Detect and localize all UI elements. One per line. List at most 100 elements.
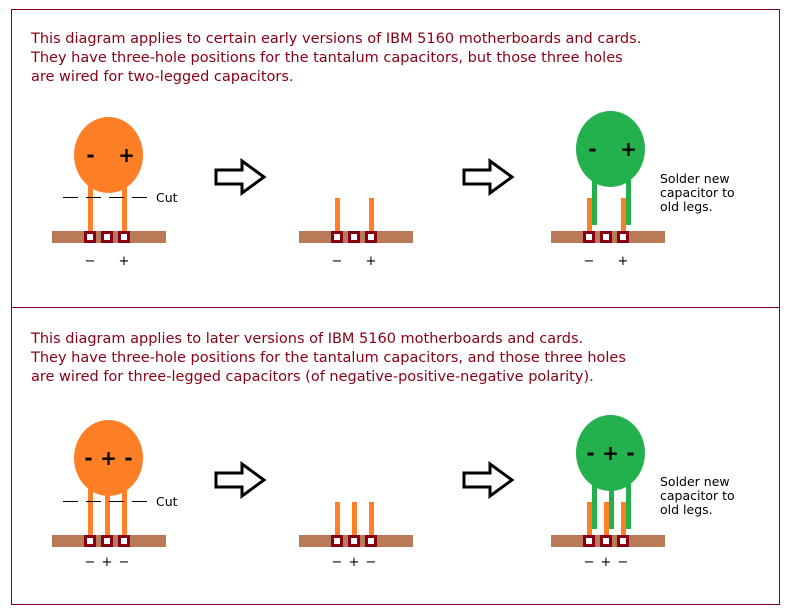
capacitor-leg: [88, 175, 93, 231]
solder-hole: [583, 231, 595, 243]
section-later-versions: This diagram applies to later versions o…: [30, 331, 735, 570]
new-capacitor-leg: [626, 179, 631, 225]
polarity-negative-label: −: [119, 555, 130, 570]
cut-line: Cut: [63, 494, 178, 509]
new-capacitor-leg: [609, 483, 614, 529]
solder-hole: [101, 231, 113, 243]
solder-hole: [84, 535, 96, 547]
solder-hole: [331, 231, 343, 243]
polarity-negative-label: −: [584, 555, 595, 570]
new-capacitor-leg: [592, 179, 597, 225]
circuit-board: [52, 231, 166, 243]
solder-hole: [365, 231, 377, 243]
section-description: This diagram applies to later versions o…: [30, 331, 626, 385]
old-leg-stub: [621, 502, 626, 535]
solder-hole: [617, 231, 629, 243]
old-leg-stub: [587, 502, 592, 535]
hole-center: [620, 538, 626, 544]
solder-note-line: capacitor to: [660, 185, 735, 200]
circuit-board: [551, 535, 665, 547]
hole-center: [603, 538, 609, 544]
circuit-board: [299, 535, 413, 547]
capacitor-negative-sign: -: [586, 441, 594, 465]
polarity-negative-label: −: [618, 555, 629, 570]
polarity-negative-label: −: [332, 254, 343, 269]
step-original-capacitor: -+ Cut − +: [52, 117, 178, 269]
hole-center: [586, 234, 592, 240]
capacitor-leg: [88, 478, 93, 535]
hole-center: [121, 538, 127, 544]
description-line: They have three-hole positions for the t…: [30, 350, 626, 366]
cut-label: Cut: [156, 494, 178, 509]
description-line: They have three-hole positions for the t…: [30, 50, 623, 66]
description-line: are wired for three-legged capacitors (o…: [31, 369, 594, 385]
solder-hole: [583, 535, 595, 547]
capacitor-negative-sign: -: [626, 441, 634, 465]
description-line: are wired for two-legged capacitors.: [31, 69, 294, 85]
solder-hole: [600, 231, 612, 243]
green-capacitor: -+-: [576, 415, 645, 491]
right-arrow-outline-icon: [214, 158, 267, 196]
capacitor-positive-sign: +: [118, 143, 135, 167]
capacitor-body: [74, 420, 143, 496]
solder-hole: [617, 535, 629, 547]
capacitor-positive-sign: +: [602, 441, 619, 465]
hole-center: [351, 234, 357, 240]
solder-hole: [118, 231, 130, 243]
step-cut-legs: −+: [299, 198, 413, 269]
capacitor-body: [576, 415, 645, 491]
hole-center: [586, 538, 592, 544]
section-description: This diagram applies to certain early ve…: [30, 31, 641, 85]
hole-center: [603, 234, 609, 240]
solder-note-line: Solder new: [660, 474, 730, 489]
right-arrow-outline-icon: [462, 158, 515, 196]
polarity-positive-label: +: [618, 254, 629, 269]
capacitor-leg: [122, 478, 127, 535]
capacitor-negative-sign: -: [124, 446, 132, 470]
capacitor-body: [74, 117, 143, 193]
step-cut-legs: −+−: [299, 502, 413, 570]
cut-leg-stub: [369, 198, 374, 231]
old-leg-stub: [604, 502, 609, 535]
step-original-capacitor: -+-Cut−+−: [52, 420, 178, 570]
description-line: This diagram applies to later versions o…: [30, 331, 583, 347]
right-arrow-outline-icon: [462, 461, 515, 499]
polarity-negative-label: −: [366, 555, 377, 570]
hole-center: [620, 234, 626, 240]
section-early-versions: This diagram applies to certain early ve…: [30, 31, 735, 269]
hole-center: [104, 538, 110, 544]
old-leg-stub: [621, 198, 626, 231]
polarity-negative-label: −: [584, 254, 595, 269]
polarity-negative-label: −: [85, 254, 96, 269]
right-arrow-outline-icon: [214, 461, 267, 499]
hole-center: [334, 234, 340, 240]
green-capacitor: -+: [576, 111, 645, 187]
hole-center: [368, 234, 374, 240]
cut-leg-stub: [352, 502, 357, 535]
cut-leg-stub: [335, 198, 340, 231]
circuit-board: [52, 535, 166, 547]
orange-capacitor: -+: [74, 117, 143, 193]
cut-leg-stub: [369, 502, 374, 535]
hole-center: [104, 234, 110, 240]
old-leg-stub: [587, 198, 592, 231]
polarity-positive-label: +: [366, 254, 377, 269]
capacitor-negative-sign: -: [84, 446, 92, 470]
polarity-positive-label: +: [102, 555, 113, 570]
cut-line: Cut: [63, 190, 178, 205]
solder-note-line: old legs.: [660, 502, 713, 517]
solder-note-line: capacitor to: [660, 488, 735, 503]
capacitor-leg: [122, 175, 127, 231]
solder-hole: [101, 535, 113, 547]
hole-center: [87, 538, 93, 544]
new-capacitor-leg: [626, 483, 631, 529]
orange-capacitor: -+-: [74, 420, 143, 496]
polarity-negative-label: −: [332, 555, 343, 570]
hole-center: [87, 234, 93, 240]
cut-label: Cut: [156, 190, 178, 205]
